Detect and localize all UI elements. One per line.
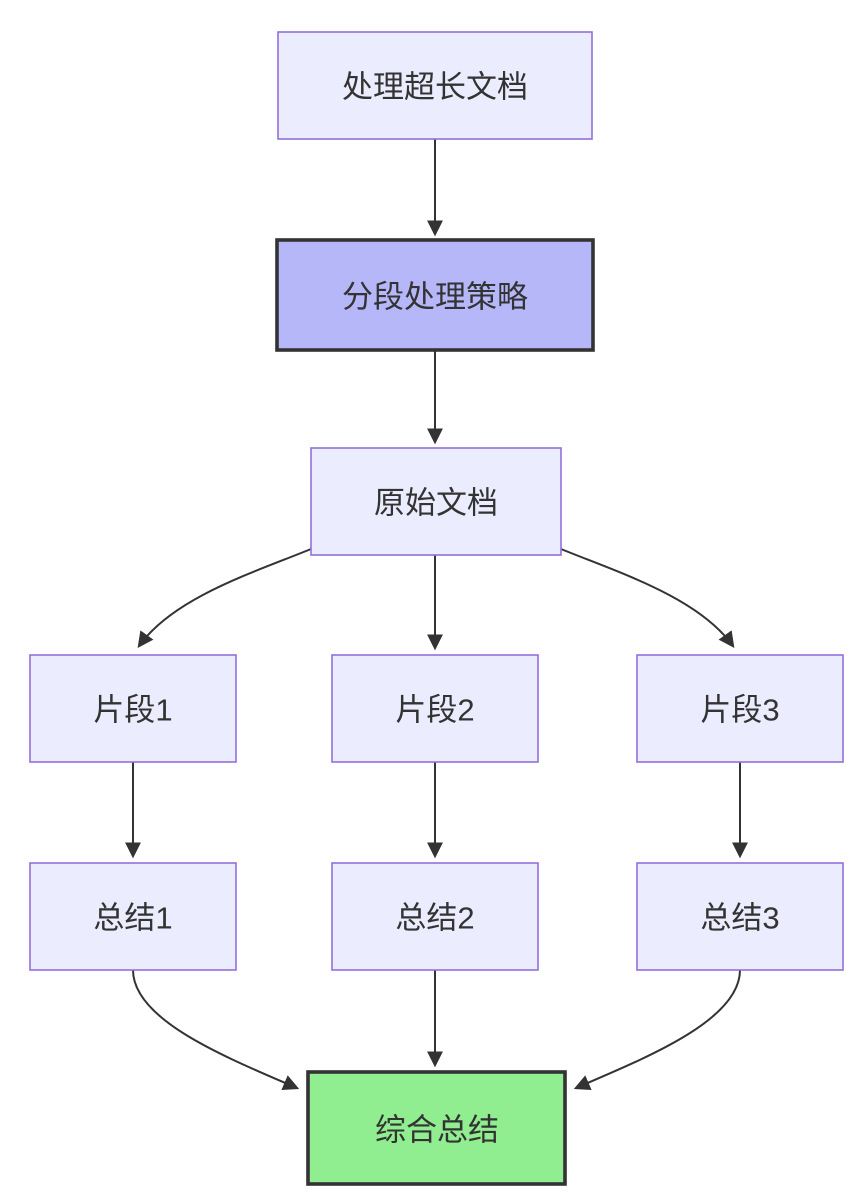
node-process-long-doc: 处理超长文档 [277,31,593,140]
node-original-doc: 原始文档 [310,447,562,556]
node-fragment-2: 片段2 [331,654,539,763]
node-summary-2-label: 总结2 [395,901,474,936]
node-fragment-1-box [29,654,237,763]
node-segment-strategy-box [275,238,595,352]
node-summary-3-box [636,862,844,971]
node-summary-1-label: 总结1 [93,901,172,936]
node-summary-3: 总结3 [636,862,844,971]
node-summary-2-box [331,862,539,971]
node-original-doc-label: 原始文档 [374,486,498,521]
node-fragment-3-label: 片段3 [700,693,779,728]
node-final-summary-label: 综合总结 [375,1113,499,1148]
node-final-summary: 综合总结 [306,1070,567,1186]
node-fragment-3: 片段3 [636,654,844,763]
node-summary-1-box [29,862,237,971]
node-fragment-3-box [636,654,844,763]
edge-c-d3 [560,548,735,648]
node-summary-2: 总结2 [331,862,539,971]
node-summary-3-label: 总结3 [700,901,779,936]
node-final-summary-box [306,1070,567,1186]
edge-e1-f [132,969,300,1090]
node-original-doc-box [310,447,562,556]
edge-c-d1 [137,548,312,648]
node-fragment-2-box [331,654,539,763]
node-summary-1: 总结1 [29,862,237,971]
node-process-long-doc-box [277,31,593,140]
node-segment-strategy: 分段处理策略 [275,238,595,352]
node-fragment-2-label: 片段2 [395,693,474,728]
node-process-long-doc-label: 处理超长文档 [342,70,528,105]
node-fragment-1-label: 片段1 [93,693,172,728]
edge-group [125,139,748,1090]
node-fragment-1: 片段1 [29,654,237,763]
edge-e3-f [573,969,741,1090]
node-segment-strategy-label: 分段处理策略 [342,280,528,315]
